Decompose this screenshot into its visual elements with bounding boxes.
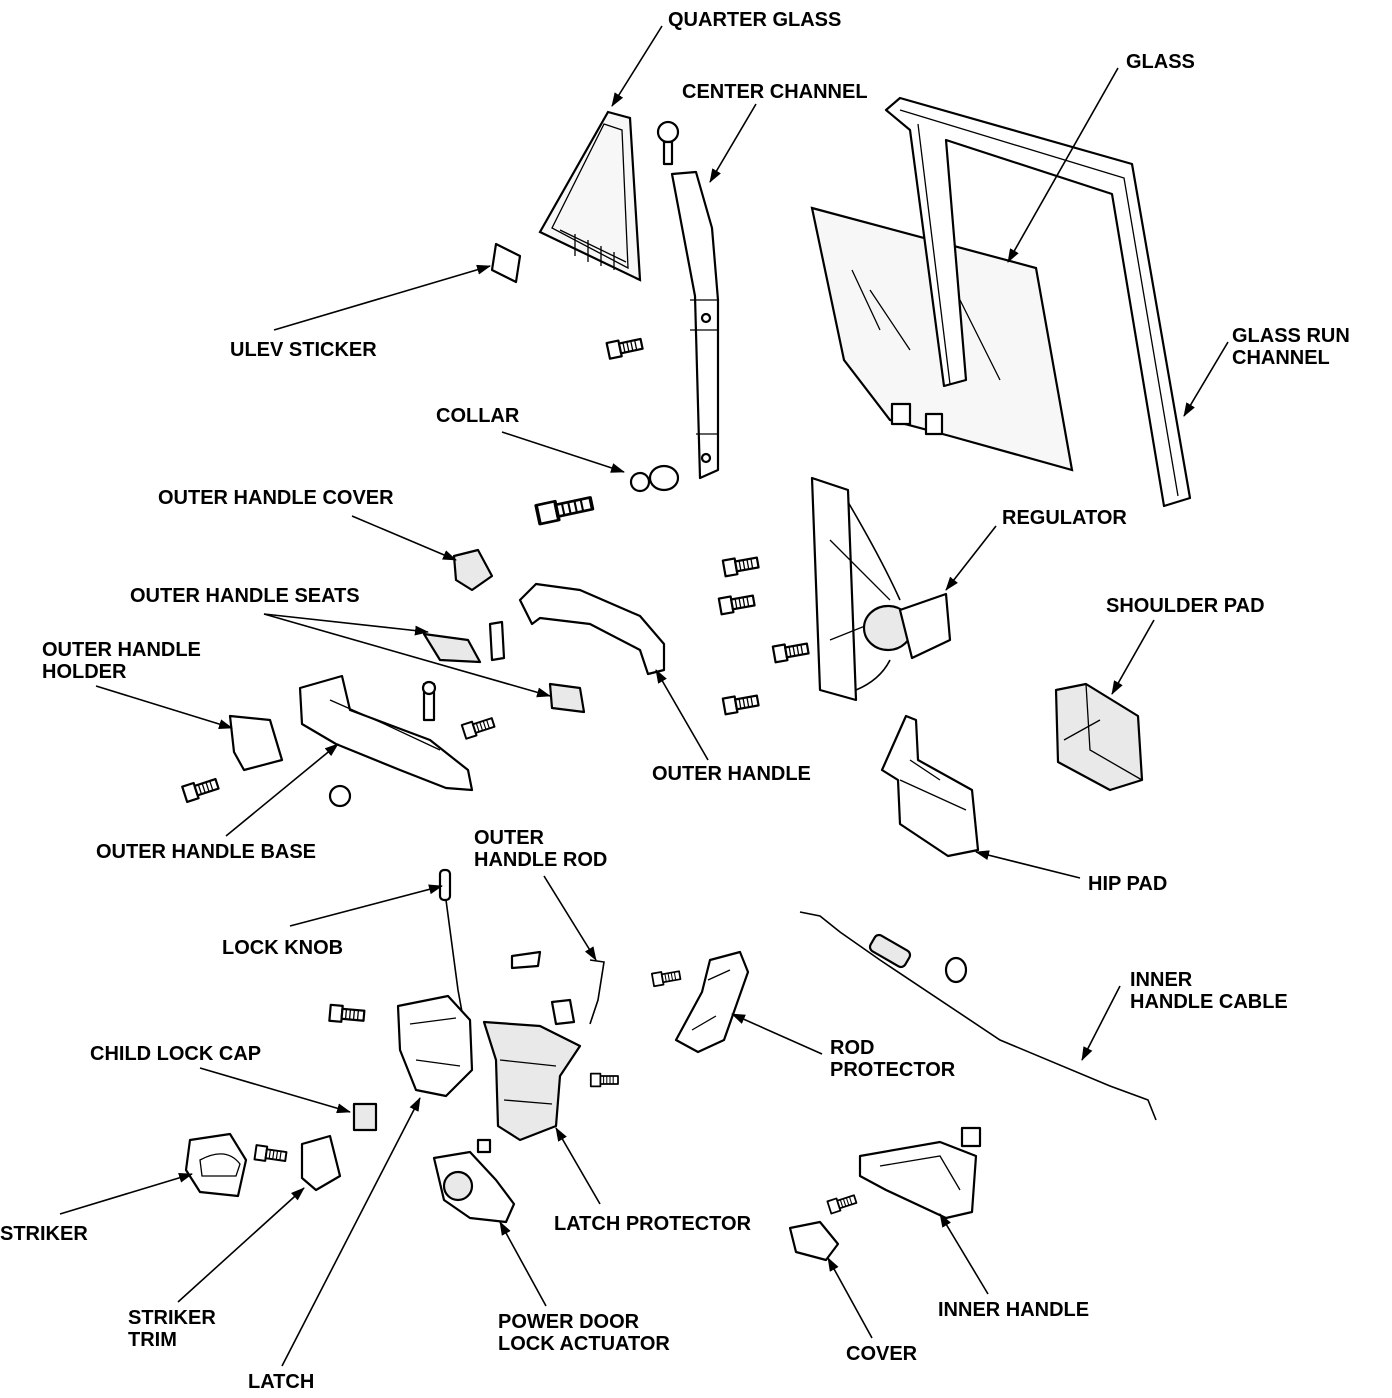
outer-handle-seat-front — [422, 632, 482, 664]
label-glass: GLASS — [1126, 51, 1195, 73]
power-door-lock-actuator-part — [432, 1138, 516, 1224]
outer-handle-seat-rear — [548, 682, 586, 714]
label-cover: COVER — [846, 1343, 918, 1365]
label-outer-handle: OUTER HANDLE — [652, 763, 811, 785]
label-ulev-sticker: ULEV STICKER — [230, 339, 377, 361]
label-inner-handle: INNER HANDLE — [938, 1299, 1089, 1321]
channel-bolt-lower — [534, 492, 596, 526]
label-rod-protector-line2: PROTECTOR — [830, 1059, 956, 1081]
striker-screw — [253, 1144, 288, 1165]
label-outer-handle-base: OUTER HANDLE BASE — [96, 841, 316, 863]
regulator-part — [810, 476, 952, 702]
label-rod-protector-line1: ROD — [830, 1037, 874, 1059]
rod-protector-screw — [650, 968, 682, 988]
striker-trim-part — [300, 1134, 342, 1192]
latch-protector-screw — [589, 1072, 619, 1088]
label-quarter-glass: QUARTER GLASS — [668, 9, 841, 31]
label-striker-trim-line1: STRIKER — [128, 1307, 216, 1329]
label-inner-handle-cable-line1: INNER — [1130, 969, 1193, 991]
label-child-lock-cap: CHILD LOCK CAP — [90, 1043, 261, 1065]
label-shoulder-pad: SHOULDER PAD — [1106, 595, 1265, 617]
inner-handle-screw — [826, 1192, 859, 1215]
shoulder-pad-part — [1054, 682, 1144, 792]
child-lock-cap-part — [352, 1102, 378, 1132]
label-regulator: REGULATOR — [1002, 507, 1127, 529]
label-power-door-lock-actuator-line2: LOCK ACTUATOR — [498, 1333, 670, 1355]
label-center-channel: CENTER CHANNEL — [682, 81, 868, 103]
center-channel-screw — [656, 120, 680, 166]
label-outer-handle-holder-line2: HOLDER — [42, 661, 127, 683]
base-nut — [328, 784, 352, 808]
label-glass-run-channel-line1: GLASS RUN — [1232, 325, 1350, 347]
latch-part — [396, 994, 474, 1098]
label-outer-handle-cover: OUTER HANDLE COVER — [158, 487, 394, 509]
regulator-bolt-2 — [717, 591, 757, 616]
label-power-door-lock-actuator-line1: POWER DOOR — [498, 1311, 640, 1333]
outer-handle-seat-clip — [488, 620, 506, 662]
rod-protector-part — [674, 950, 750, 1054]
base-screw — [460, 714, 497, 740]
inner-handle-cable-part — [799, 911, 1157, 1121]
center-channel-part — [670, 170, 720, 480]
hip-pad-part — [880, 714, 980, 858]
label-outer-handle-seats: OUTER HANDLE SEATS — [130, 585, 360, 607]
base-pin — [421, 680, 437, 722]
label-outer-handle-holder-line1: OUTER HANDLE — [42, 639, 201, 661]
latch-protector-part — [482, 1020, 582, 1142]
outer-handle-base-part — [298, 674, 474, 792]
label-hip-pad: HIP PAD — [1088, 873, 1167, 895]
collar-part — [629, 464, 680, 493]
regulator-bolt-3 — [771, 639, 811, 664]
cover-part — [788, 1220, 840, 1262]
regulator-bolt-1 — [721, 553, 761, 578]
striker-part — [184, 1132, 248, 1198]
channel-bolt-upper — [605, 334, 645, 360]
regulator-bolt-4 — [721, 691, 761, 716]
holder-bolt — [181, 775, 221, 804]
label-latch-protector: LATCH PROTECTOR — [554, 1213, 752, 1235]
latch-screw — [328, 1003, 366, 1025]
label-lock-knob: LOCK KNOB — [222, 937, 343, 959]
rod-connector — [550, 998, 576, 1026]
inner-handle-part — [858, 1126, 982, 1220]
rod-clip — [510, 950, 542, 970]
label-outer-handle-rod-line1: OUTER — [474, 827, 545, 849]
quarter-glass-part — [538, 110, 642, 282]
leader-lines — [59, 25, 1229, 1367]
label-striker: STRIKER — [0, 1223, 88, 1245]
glass-run-channel-part — [884, 96, 1192, 508]
outer-handle-part — [518, 582, 666, 676]
label-glass-run-channel-line2: CHANNEL — [1232, 347, 1330, 369]
label-latch: LATCH — [248, 1371, 314, 1393]
outer-handle-holder-part — [228, 714, 284, 772]
ulev-sticker-part — [490, 242, 522, 284]
outer-handle-cover-part — [452, 548, 494, 592]
label-inner-handle-cable-line2: HANDLE CABLE — [1130, 991, 1288, 1013]
label-striker-trim-line2: TRIM — [128, 1329, 177, 1351]
label-collar: COLLAR — [436, 405, 520, 427]
outer-handle-rod-part — [589, 959, 605, 1025]
label-outer-handle-rod-line2: HANDLE ROD — [474, 849, 607, 871]
